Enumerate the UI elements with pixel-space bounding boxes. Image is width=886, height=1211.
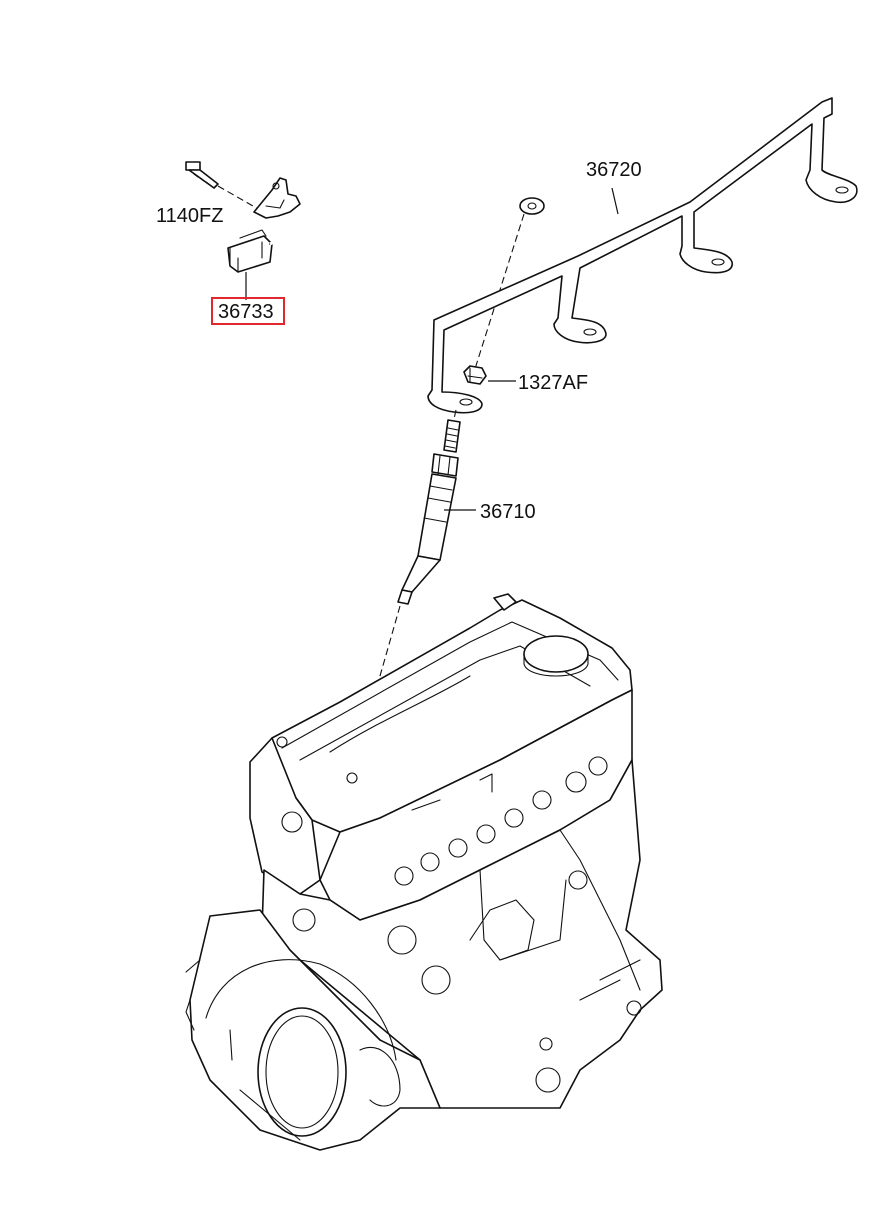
harness-bar-36720 [427, 97, 858, 414]
label-36720[interactable]: 36720 [586, 159, 642, 181]
label-1140FZ[interactable]: 1140FZ [156, 205, 223, 227]
engine-block [185, 593, 663, 1151]
sensor-36733 [227, 154, 545, 373]
part-number-36733: 36733 [218, 301, 274, 323]
label-36733[interactable]: 36733 [211, 297, 285, 325]
part-number-36720: 36720 [586, 159, 642, 181]
glow-plug-36710 [363, 409, 476, 733]
part-number-1140FZ: 1140FZ [156, 205, 223, 227]
part-number-36710: 36710 [480, 501, 536, 523]
bolt-1140FZ [185, 161, 261, 211]
label-1327AF[interactable]: 1327AF [518, 372, 588, 394]
nut-1327AF [463, 365, 516, 385]
highlight-box [211, 297, 285, 325]
part-number-1327AF: 1327AF [518, 372, 588, 394]
label-36710[interactable]: 36710 [480, 501, 536, 523]
